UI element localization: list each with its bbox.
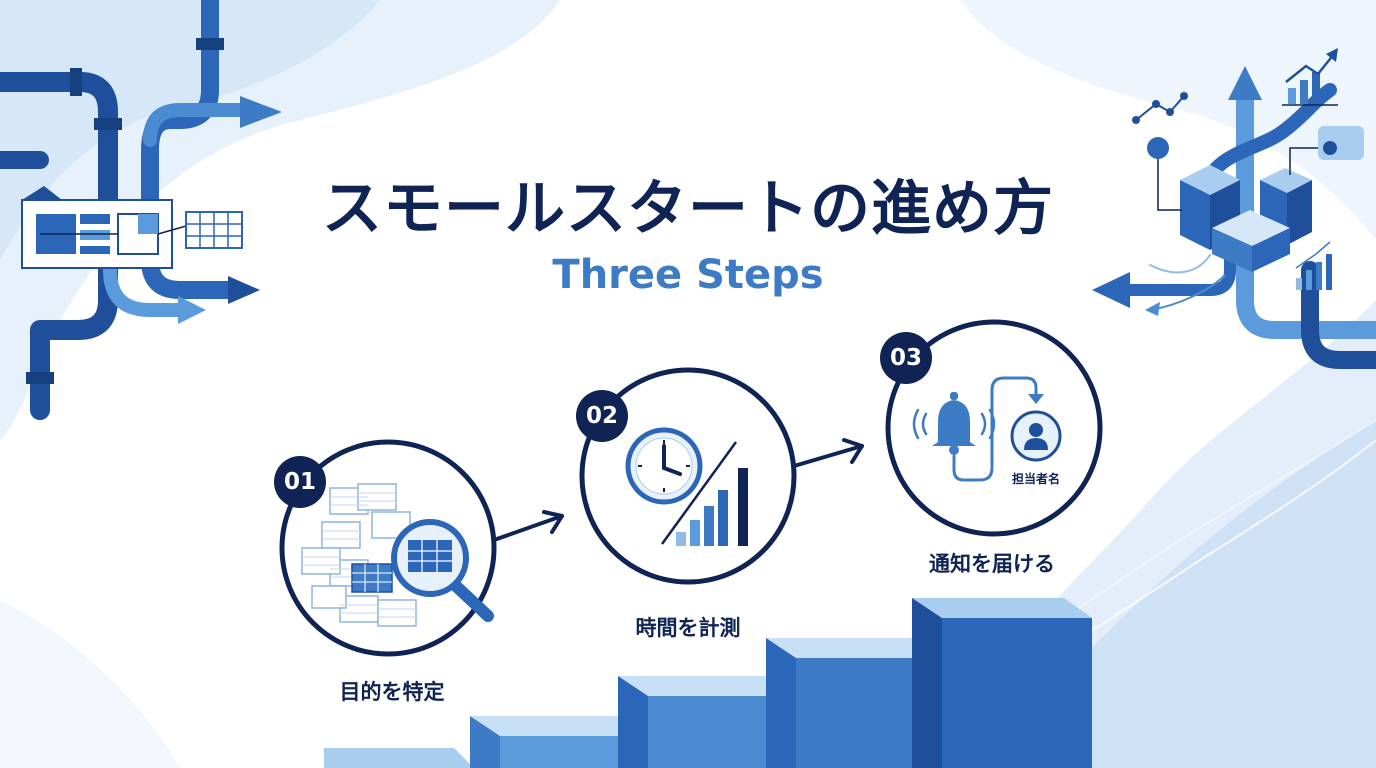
arrow-right-icon (792, 438, 864, 468)
step-1-badge: 01 (274, 456, 326, 508)
step-2-label: 時間を計測 (635, 616, 741, 640)
clock-icon (625, 427, 703, 505)
step-3-label: 通知を届ける (929, 552, 1055, 576)
step-3-badge: 03 (880, 332, 932, 384)
bar-chart-icon (676, 468, 748, 546)
person-icon (1010, 410, 1062, 462)
bell-icon (912, 392, 996, 455)
magnifier-icon (391, 519, 494, 622)
highlight-table-icon (351, 563, 393, 593)
step-2-badge: 02 (576, 390, 628, 442)
page-subtitle: Three Steps (552, 252, 824, 298)
arrow-right-icon (492, 510, 564, 542)
page-title: スモールスタートの進め方 (322, 174, 1054, 244)
table-icon (301, 483, 417, 627)
step-1-label: 目的を特定 (339, 680, 445, 704)
assignee-caption: 担当者名 (1011, 472, 1060, 486)
